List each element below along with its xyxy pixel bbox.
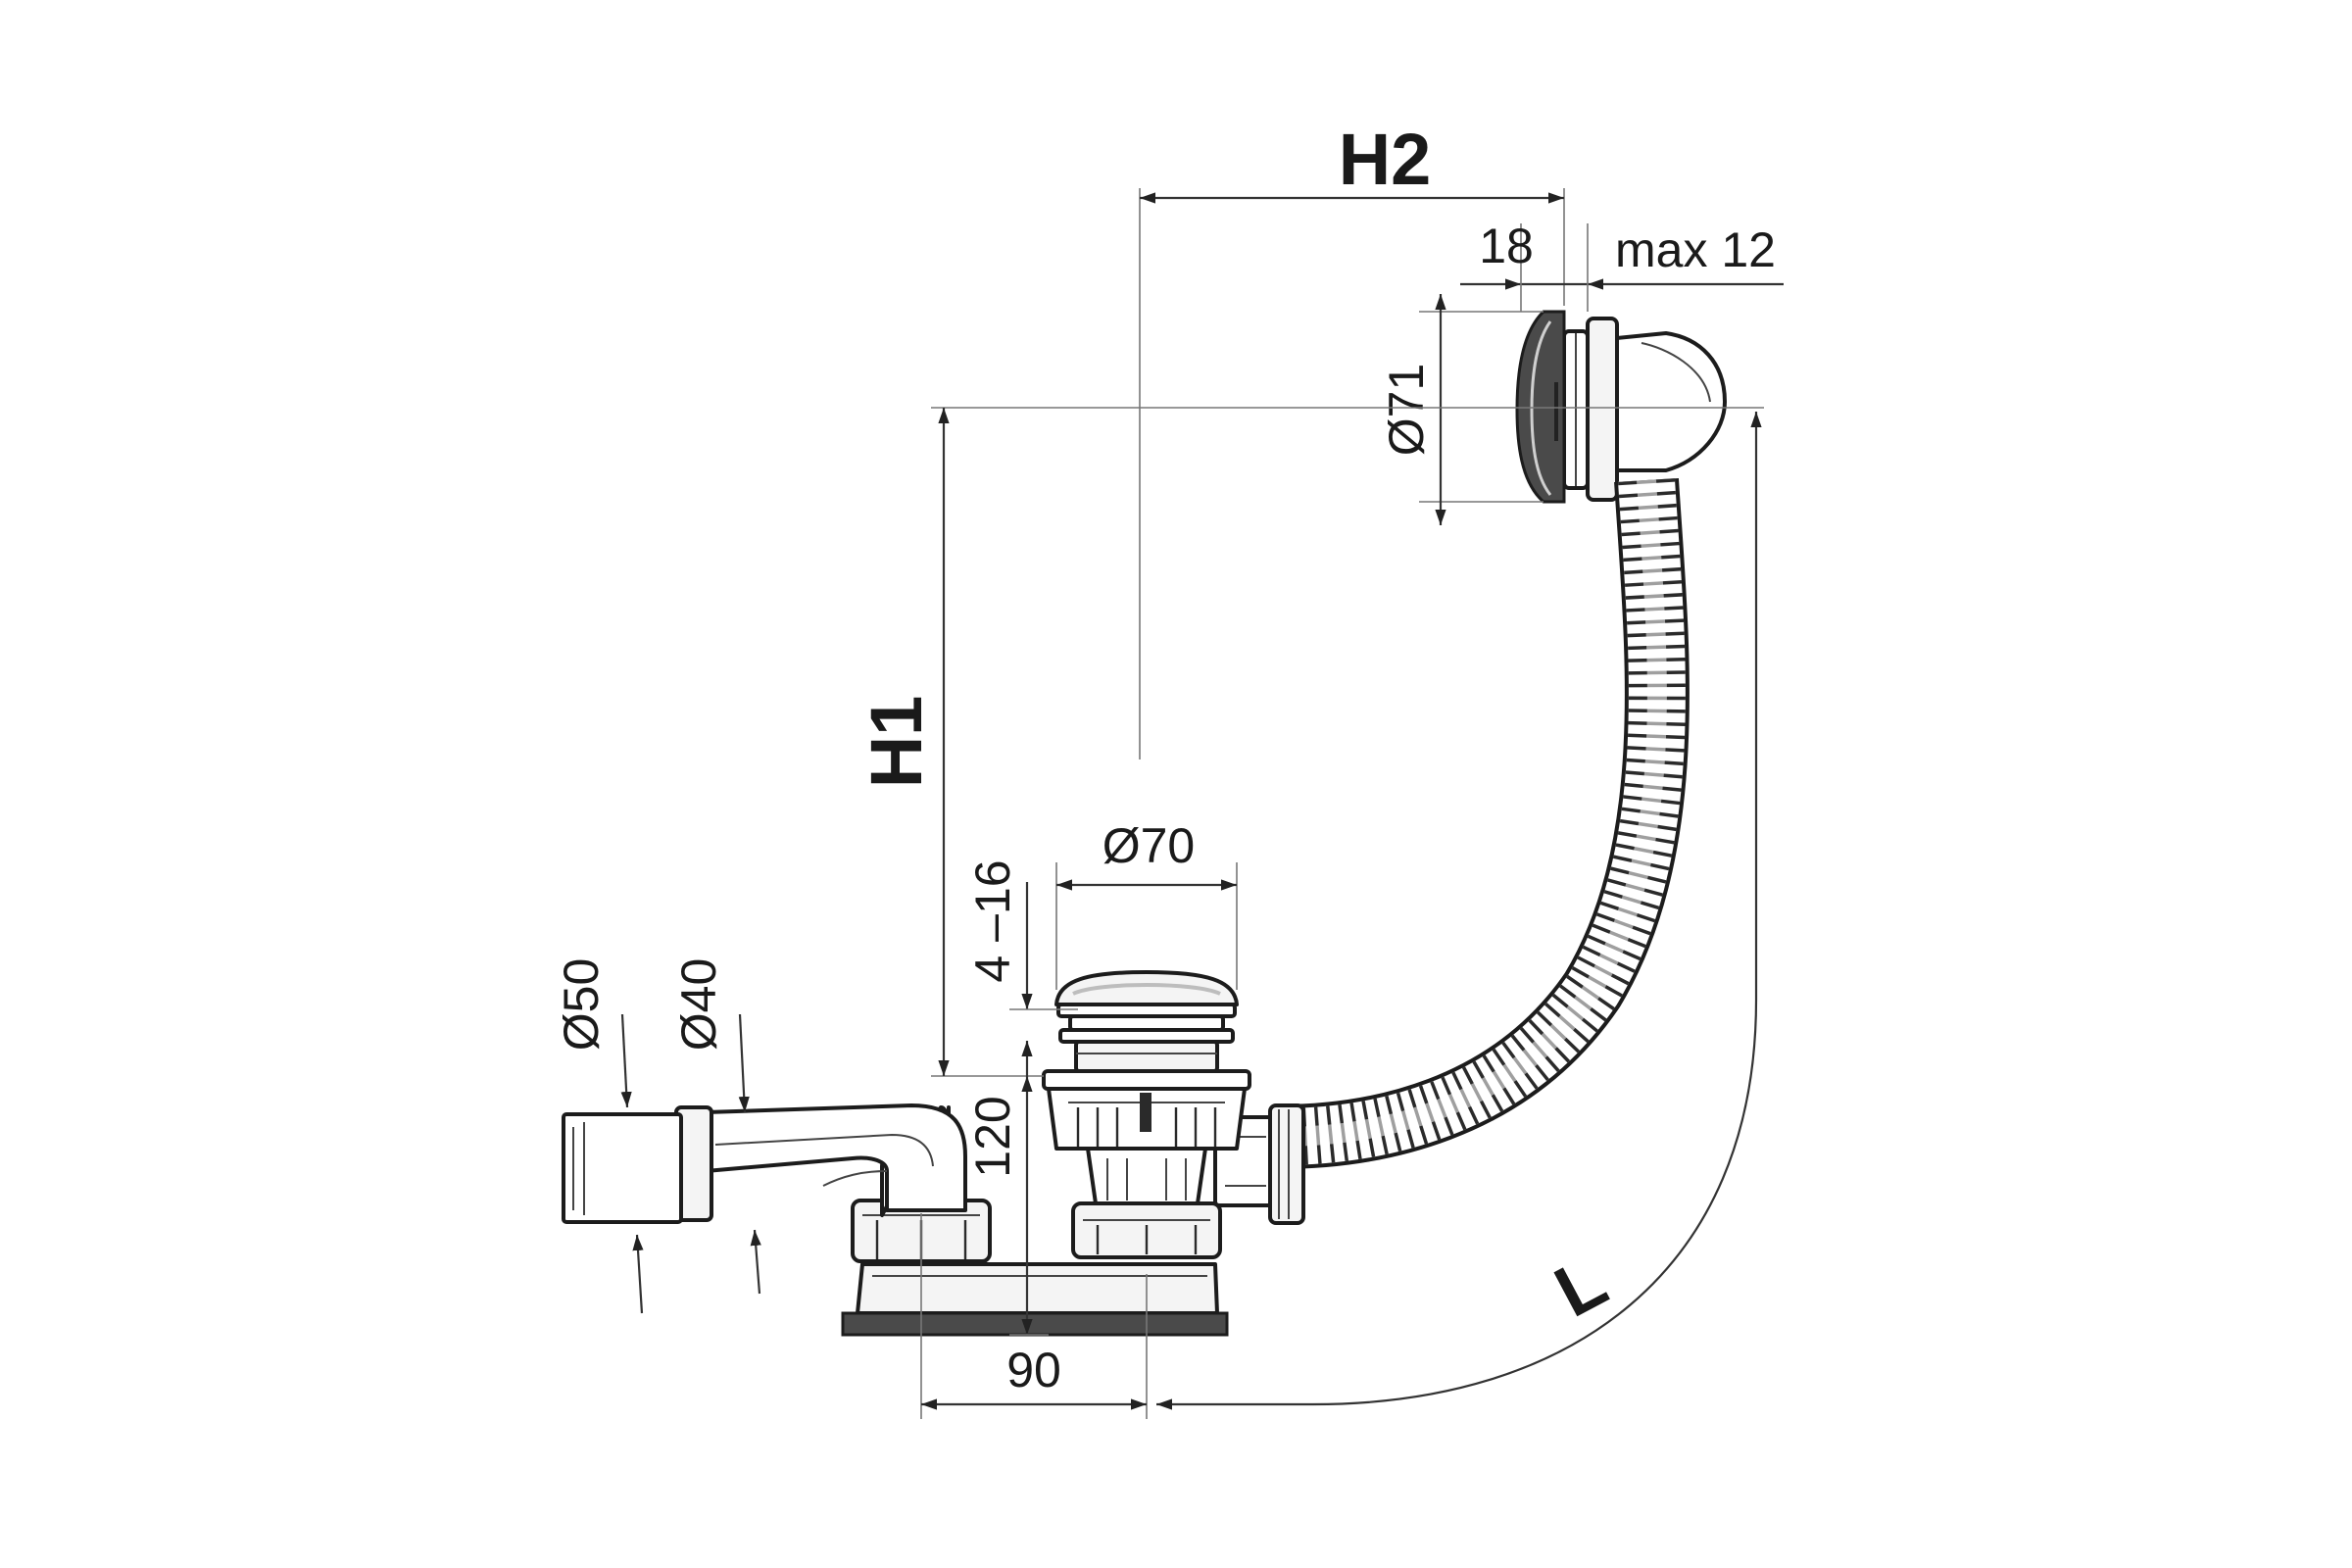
- d70-label: Ø70: [1102, 818, 1196, 873]
- d40-label: Ø40: [671, 958, 726, 1052]
- overflow-fitting: [1515, 310, 1727, 504]
- dim-120-label: 120: [965, 1096, 1020, 1177]
- drain-waste: [1042, 970, 1251, 1259]
- range-4-16-label: 4 –16: [965, 859, 1020, 982]
- dim-90-label: 90: [1006, 1343, 1061, 1397]
- outlet-elbow: [704, 1103, 967, 1212]
- drain-flange: [1042, 1069, 1251, 1091]
- d71-label: Ø71: [1379, 364, 1434, 457]
- h2-label: H2: [1339, 119, 1432, 200]
- l-label: L: [1543, 1240, 1620, 1333]
- flexible-hose: [1278, 477, 1690, 1169]
- outlet-pipe: [562, 1103, 967, 1224]
- d50-label: Ø50: [554, 958, 609, 1052]
- outlet-end: [562, 1112, 683, 1224]
- overflow-flange: [1586, 317, 1619, 502]
- dim-18-label: 18: [1479, 219, 1534, 273]
- trap-base: [841, 1311, 1229, 1337]
- max-12-label: max 12: [1615, 222, 1776, 277]
- trap-body: [856, 1262, 1219, 1315]
- l-dimension-arc: [1156, 412, 1762, 1410]
- h1-label: H1: [856, 696, 937, 789]
